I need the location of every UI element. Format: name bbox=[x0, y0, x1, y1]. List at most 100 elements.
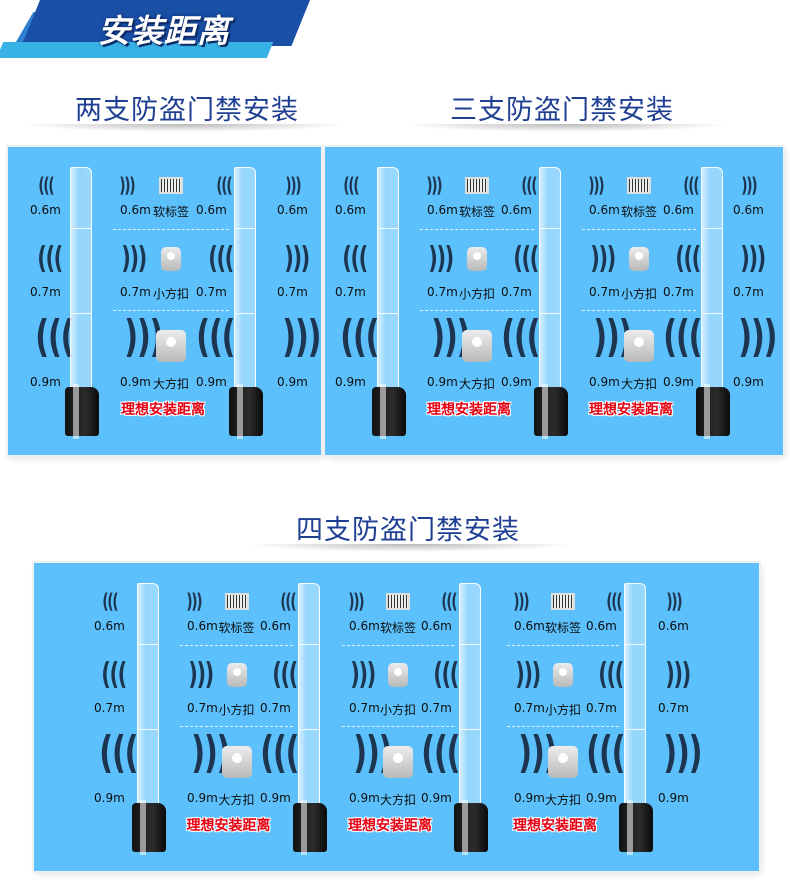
distance-label: 0.7m bbox=[349, 701, 380, 715]
section-title: 三支防盗门禁安装 bbox=[450, 95, 674, 126]
tag-type-label: 大方扣 bbox=[459, 377, 496, 391]
signal-wave-left-icon: ((( bbox=[674, 241, 701, 276]
zone-divider bbox=[507, 726, 619, 727]
ideal-distance-label: 理想安装距离 bbox=[348, 818, 432, 834]
signal-wave-right-icon: ))) bbox=[188, 657, 214, 692]
signal-wave-right-icon: ))) bbox=[739, 241, 766, 276]
big-square-tag-icon bbox=[221, 746, 252, 778]
small-square-tag-icon bbox=[226, 663, 247, 687]
zone-divider bbox=[582, 229, 696, 230]
banner-title: 安装距离 bbox=[98, 12, 231, 50]
antenna-panel bbox=[377, 167, 399, 414]
tag-type-label: 大方扣 bbox=[218, 793, 255, 807]
antenna-panel bbox=[234, 167, 256, 414]
distance-label: 0.6m bbox=[120, 203, 151, 217]
signal-wave-left-icon: ((( bbox=[420, 727, 460, 778]
tag-type-label: 小方扣 bbox=[380, 703, 417, 717]
antenna-base bbox=[534, 384, 568, 439]
distance-label: 0.9m bbox=[335, 375, 366, 389]
big-square-tag-icon bbox=[156, 330, 186, 362]
security-gate-antenna bbox=[293, 583, 333, 855]
distance-label: 0.6m bbox=[501, 203, 532, 217]
title-shadow bbox=[245, 544, 575, 552]
distance-label: 0.9m bbox=[196, 375, 227, 389]
distance-label: 0.7m bbox=[30, 285, 61, 299]
security-gate-antenna bbox=[132, 583, 172, 855]
soft-tag-icon bbox=[386, 593, 410, 610]
signal-wave-right-icon: ))) bbox=[513, 589, 529, 613]
signal-wave-left-icon: ((( bbox=[343, 173, 359, 197]
signal-wave-left-icon: ((( bbox=[597, 657, 624, 692]
zone-divider bbox=[113, 310, 229, 311]
distance-label: 0.7m bbox=[335, 285, 366, 299]
zone-divider bbox=[507, 645, 619, 646]
distance-label: 0.9m bbox=[586, 791, 617, 805]
signal-wave-left-icon: ((( bbox=[432, 657, 459, 692]
security-gate-antenna bbox=[534, 167, 574, 439]
signal-wave-left-icon: ((( bbox=[102, 589, 118, 613]
tag-type-label: 软标签 bbox=[621, 205, 658, 219]
tag-type-label: 软标签 bbox=[153, 205, 190, 219]
signal-wave-right-icon: ))) bbox=[662, 727, 702, 778]
zone-divider bbox=[180, 726, 293, 727]
diagram-panel: ((( 0.6m ((( 0.7m ((( 0.9m))) 0.6m))) 0.7m))) 0.… bbox=[34, 563, 759, 871]
zone-divider bbox=[420, 310, 534, 311]
tag-type-label: 软标签 bbox=[545, 621, 582, 635]
security-gate-antenna bbox=[372, 167, 412, 439]
distance-label: 0.9m bbox=[514, 791, 545, 805]
ideal-distance-label: 理想安装距离 bbox=[186, 818, 271, 834]
signal-wave-right-icon: ))) bbox=[590, 241, 616, 276]
antenna-base bbox=[65, 384, 99, 439]
signal-wave-left-icon: ((( bbox=[36, 241, 63, 276]
distance-label: 0.9m bbox=[658, 791, 689, 805]
security-gate-antenna bbox=[65, 167, 105, 439]
distance-label: 0.6m bbox=[514, 619, 545, 633]
signal-wave-right-icon: ))) bbox=[348, 589, 364, 613]
ideal-distance-label: 理想安装距离 bbox=[589, 402, 673, 418]
tag-type-label: 软标签 bbox=[218, 621, 255, 635]
soft-tag-icon bbox=[465, 177, 489, 194]
antenna-base bbox=[132, 800, 166, 855]
security-gate-antenna bbox=[229, 167, 269, 439]
distance-label: 0.9m bbox=[733, 375, 764, 389]
tag-type-label: 软标签 bbox=[459, 205, 496, 219]
big-square-tag-icon bbox=[462, 330, 492, 362]
zone-divider bbox=[342, 645, 454, 646]
security-gate-antenna bbox=[619, 583, 659, 855]
tag-type-label: 小方扣 bbox=[621, 287, 658, 301]
section-title: 四支防盗门禁安装 bbox=[296, 515, 520, 546]
antenna-base bbox=[229, 384, 263, 439]
security-gate-antenna bbox=[696, 167, 736, 439]
distance-label: 0.9m bbox=[421, 791, 452, 805]
signal-wave-left-icon: ((( bbox=[341, 241, 368, 276]
distance-label: 0.9m bbox=[94, 791, 125, 805]
distance-label: 0.7m bbox=[421, 701, 452, 715]
distance-label: 0.7m bbox=[277, 285, 308, 299]
signal-wave-left-icon: ((( bbox=[585, 727, 625, 778]
signal-wave-left-icon: ((( bbox=[606, 589, 622, 613]
signal-wave-right-icon: ))) bbox=[428, 241, 454, 276]
signal-wave-right-icon: ))) bbox=[741, 173, 757, 197]
title-shadow bbox=[400, 124, 730, 132]
distance-label: 0.7m bbox=[733, 285, 764, 299]
soft-tag-icon bbox=[551, 593, 575, 610]
distance-label: 0.6m bbox=[658, 619, 689, 633]
signal-wave-right-icon: ))) bbox=[664, 657, 691, 692]
antenna-base bbox=[372, 384, 406, 439]
tag-type-label: 大方扣 bbox=[153, 377, 190, 391]
distance-label: 0.6m bbox=[196, 203, 227, 217]
distance-label: 0.9m bbox=[120, 375, 151, 389]
antenna-base bbox=[454, 800, 488, 855]
signal-wave-right-icon: ))) bbox=[350, 657, 376, 692]
tag-type-label: 大方扣 bbox=[545, 793, 582, 807]
distance-label: 0.6m bbox=[260, 619, 291, 633]
antenna-base bbox=[293, 800, 327, 855]
distance-label: 0.9m bbox=[260, 791, 291, 805]
antenna-panel bbox=[298, 583, 320, 830]
signal-wave-left-icon: ((( bbox=[500, 311, 540, 362]
distance-label: 0.9m bbox=[30, 375, 61, 389]
signal-wave-left-icon: ((( bbox=[216, 173, 232, 197]
small-square-tag-icon bbox=[553, 663, 573, 687]
signal-wave-left-icon: ((( bbox=[100, 657, 127, 692]
distance-label: 0.9m bbox=[427, 375, 458, 389]
